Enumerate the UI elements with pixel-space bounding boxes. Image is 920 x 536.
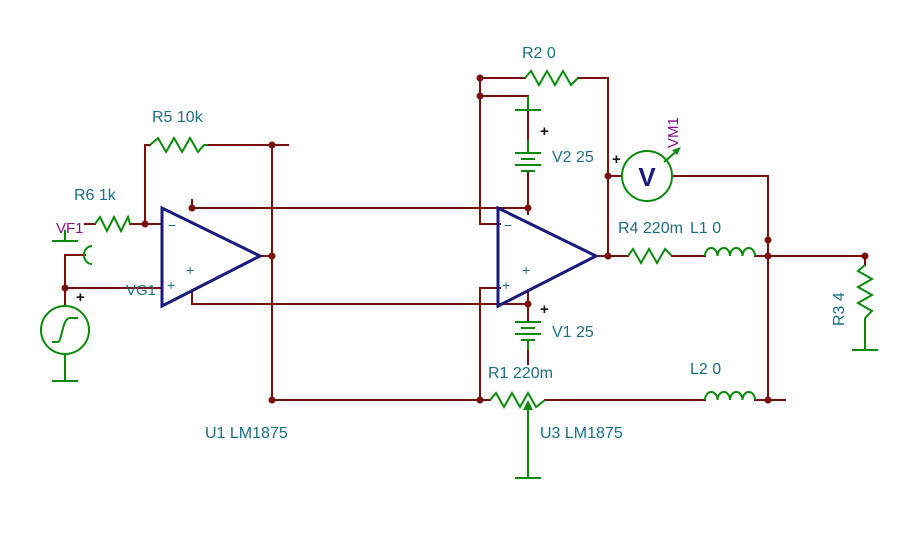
label-u1: U1 LM1875	[205, 425, 288, 442]
u3-noninverting-sign: +	[522, 262, 530, 278]
junction	[141, 220, 149, 228]
probe-vf1[interactable]	[83, 245, 93, 265]
wire-r2-down	[479, 77, 501, 225]
label-r1: R1 220m	[488, 365, 553, 382]
opamp-u1[interactable]: − + +	[160, 205, 264, 309]
resistor-r1[interactable]	[489, 390, 546, 410]
battery-v1[interactable]: +	[515, 301, 549, 350]
label-vf1: VF1	[56, 220, 84, 237]
inductor-l1[interactable]	[704, 247, 756, 257]
junction	[764, 236, 772, 244]
wire-r2-right	[577, 77, 609, 257]
resistor-r3[interactable]	[855, 264, 875, 319]
ground-vf1	[52, 230, 78, 242]
label-v2: V2 25	[552, 149, 594, 166]
resistor-r4[interactable]	[627, 246, 673, 266]
wire-r5-left	[144, 144, 151, 225]
v2-polarity: +	[540, 123, 549, 140]
r1-wiper-arrow	[523, 400, 533, 410]
junction	[764, 252, 772, 260]
resistor-r5[interactable]	[149, 135, 208, 155]
junction	[524, 300, 532, 308]
signal-source-vg1[interactable]: +	[40, 289, 90, 355]
u1-inverting-sign: −	[168, 217, 176, 233]
label-u3: U3 LM1875	[540, 425, 623, 442]
junction	[524, 204, 532, 212]
v1-polarity: +	[540, 301, 549, 318]
label-r6: R6 1k	[74, 187, 117, 204]
wire-u1-bottom-rail	[191, 289, 529, 305]
inductor-l2[interactable]	[704, 391, 756, 401]
junction	[476, 74, 484, 82]
label-l1: L1 0	[690, 220, 721, 237]
wire-vm1-right	[671, 175, 769, 401]
junctions	[61, 74, 869, 404]
voltmeter-vm1[interactable]: V +	[612, 147, 681, 202]
wire-v2-top	[479, 95, 529, 141]
resistor-r6[interactable]	[94, 214, 131, 234]
label-v1: V1 25	[552, 324, 594, 341]
ground-v2	[515, 96, 541, 111]
resistor-r2[interactable]	[524, 68, 579, 88]
label-l2: L2 0	[690, 361, 721, 378]
junction	[188, 204, 196, 212]
junction	[268, 396, 276, 404]
junction	[764, 396, 772, 404]
label-r3: R3 4	[831, 292, 848, 326]
junction	[476, 396, 484, 404]
junction	[604, 252, 612, 260]
label-vg1: VG1	[126, 282, 156, 299]
voltmeter-v-icon: V	[638, 162, 656, 192]
u1-plus-pin-sign: +	[167, 277, 175, 293]
battery-v2[interactable]: +	[515, 123, 549, 172]
labels: R5 10k R6 1k R2 0 V2 25 V1 25 R1 220m R4…	[56, 45, 848, 442]
vg1-polarity: +	[76, 289, 85, 306]
u3-plus-pin-sign: +	[502, 277, 510, 293]
label-r4: R4 220m	[618, 220, 683, 237]
vm1-polarity: +	[612, 151, 621, 168]
junction	[861, 252, 869, 260]
wires	[64, 77, 866, 401]
label-r5: R5 10k	[152, 109, 204, 126]
junction	[268, 252, 276, 260]
ground-vg1	[52, 355, 78, 382]
label-vm1: VM1	[665, 117, 682, 148]
u3-inverting-sign: −	[504, 217, 512, 233]
junction	[61, 284, 69, 292]
wire-u1-top-rail	[191, 199, 529, 209]
junction	[604, 172, 612, 180]
label-r2: R2 0	[522, 45, 556, 62]
junction	[268, 141, 276, 149]
opamp-u3[interactable]: − + +	[496, 205, 600, 309]
u1-noninverting-sign: +	[186, 262, 194, 278]
junction	[476, 92, 484, 100]
